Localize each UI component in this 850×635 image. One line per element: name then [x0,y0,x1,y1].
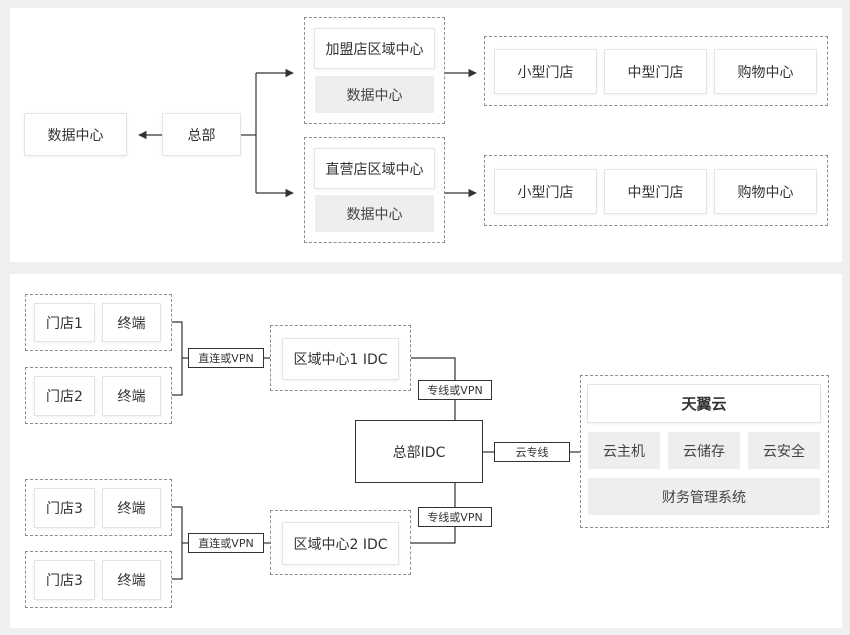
store-group-1 [25,294,172,351]
hq-idc: 总部IDC [355,420,483,483]
cloud-security: 云安全 [748,432,820,469]
region1-group [270,325,411,391]
store-4: 门店3 [35,561,94,599]
hq-box: 总部 [163,114,240,155]
link-label-private-2: 专线或VPN [418,507,492,527]
link-label-private-1: 专线或VPN [418,380,492,400]
store-3: 门店3 [35,489,94,527]
store-mall: 购物中心 [715,170,816,213]
cloud-title: 天翼云 [588,385,820,422]
store-group-3 [25,479,172,536]
region2-idc: 区域中心2 IDC [283,523,398,564]
finance-system: 财务管理系统 [588,478,820,515]
store-medium: 中型门店 [605,170,706,213]
link-label-direct-1: 直连或VPN [188,348,264,368]
store-group-2 [25,367,172,424]
direct-region-title: 直营店区域中心 [315,149,434,188]
cloud-group [580,375,829,528]
region1-idc: 区域中心1 IDC [283,339,398,379]
store-small: 小型门店 [495,50,596,93]
store-2: 门店2 [35,377,94,415]
store-1: 门店1 [35,304,94,341]
store-small: 小型门店 [495,170,596,213]
link-label-cloud: 云专线 [494,442,570,462]
direct-stores-group [484,155,828,226]
terminal-1: 终端 [103,304,160,341]
franchise-region-title: 加盟店区域中心 [315,29,434,68]
franchise-region-group [304,17,445,124]
store-medium: 中型门店 [605,50,706,93]
cloud-storage: 云储存 [668,432,740,469]
direct-region-group [304,137,445,243]
direct-datacenter: 数据中心 [315,195,434,232]
link-label-direct-2: 直连或VPN [188,533,264,553]
region2-group [270,510,411,575]
cloud-host: 云主机 [588,432,660,469]
terminal-3: 终端 [103,489,160,527]
store-mall: 购物中心 [715,50,816,93]
franchise-stores-group [484,36,828,106]
franchise-datacenter: 数据中心 [315,76,434,113]
terminal-4: 终端 [103,561,160,599]
terminal-2: 终端 [103,377,160,415]
store-group-4 [25,551,172,608]
datacenter-left-box: 数据中心 [25,114,126,155]
